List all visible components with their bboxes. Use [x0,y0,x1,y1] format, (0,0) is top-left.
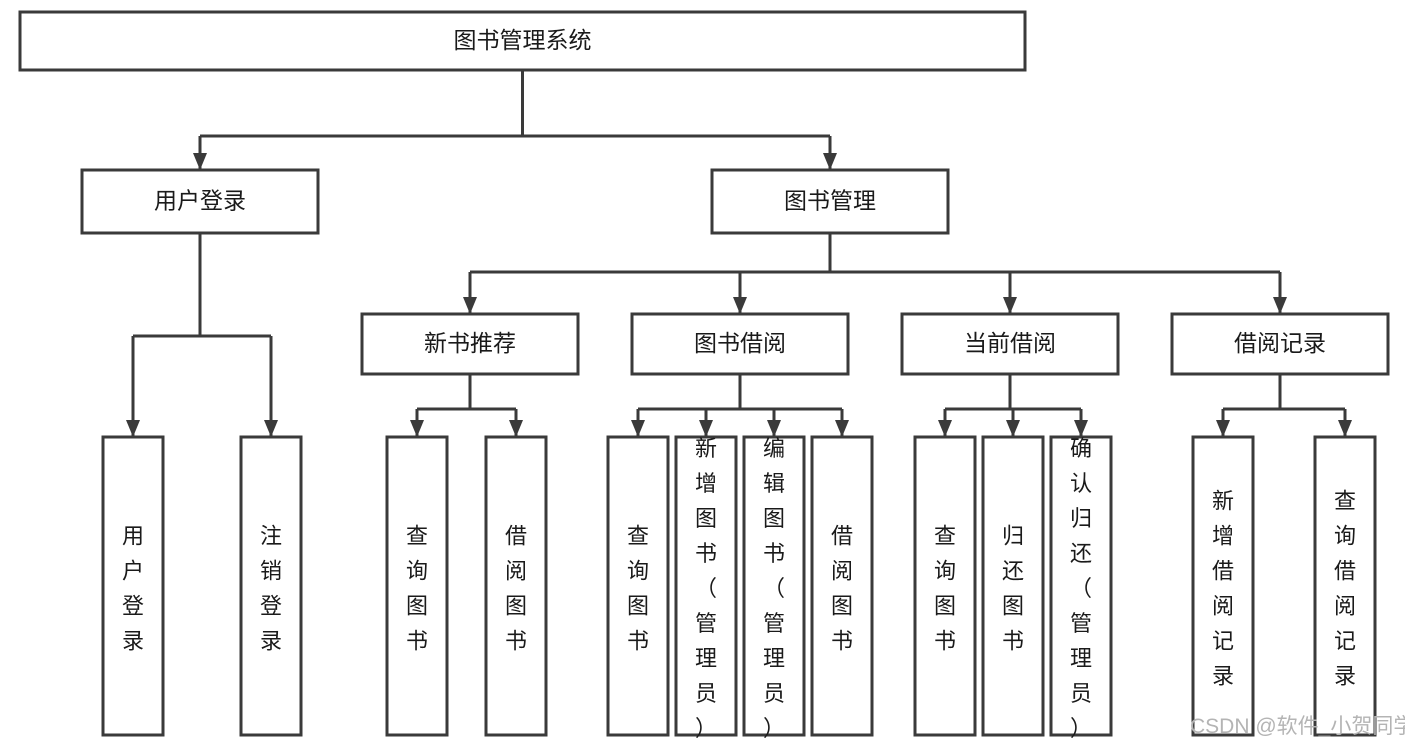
node-borrow-borrow-book[interactable]: 借阅图书 [810,435,874,737]
node-borrow-add-book[interactable]: 新增图书（管理员） [674,435,738,741]
node-label-user-login-login: 用户登录 [122,523,144,653]
arrow-head-icon [1273,297,1287,314]
node-user-login-logout[interactable]: 注销登录 [239,435,303,737]
node-label-records-query-record: 查询借阅记录 [1334,488,1356,688]
node-current-borrow[interactable]: 当前借阅 [900,312,1120,376]
arrow-head-icon [1216,420,1230,437]
node-box-borrow-edit-book[interactable] [742,435,806,737]
node-root[interactable]: 图书管理系统 [18,10,1027,72]
arrow-head-icon [938,420,952,437]
node-label-borrow-records: 借阅记录 [1234,330,1326,356]
node-box-borrow-query-book[interactable] [606,435,670,737]
node-label-borrow-edit-book: 编辑图书（管理员） [763,436,785,741]
node-box-records-add-record[interactable] [1191,435,1255,737]
node-box-borrow-borrow-book[interactable] [810,435,874,737]
node-label-recommend-query-book: 查询图书 [406,523,428,653]
node-box-user-login-login[interactable] [101,435,165,737]
node-user-login[interactable]: 用户登录 [80,168,320,235]
arrow-head-icon [509,420,523,437]
arrow-head-icon [823,153,837,170]
node-new-book-recommend[interactable]: 新书推荐 [360,312,580,376]
node-records-add-record[interactable]: 新增借阅记录 [1191,435,1255,737]
node-box-root[interactable] [18,10,1027,72]
node-recommend-query-book[interactable]: 查询图书 [385,435,449,737]
node-label-root: 图书管理系统 [454,27,592,53]
node-box-current-confirm-return[interactable] [1049,435,1113,737]
arrow-head-icon [463,297,477,314]
node-box-recommend-query-book[interactable] [385,435,449,737]
node-label-borrow-query-book: 查询图书 [627,523,649,653]
node-book-borrow[interactable]: 图书借阅 [630,312,850,376]
node-boxes-layer: 图书管理系统用户登录用户登录注销登录图书管理新书推荐查询图书借阅图书图书借阅查询… [18,10,1390,741]
arrow-head-icon [193,153,207,170]
watermark-label: CSDN @软件_小贺同学 [1190,715,1405,738]
arrow-head-icon [699,420,713,437]
node-label-recommend-borrow-book: 借阅图书 [505,523,527,653]
arrow-head-icon [631,420,645,437]
node-current-query-book[interactable]: 查询图书 [913,435,977,737]
node-label-current-borrow: 当前借阅 [964,330,1056,356]
node-label-book-borrow: 图书借阅 [694,330,786,356]
node-box-user-login-logout[interactable] [239,435,303,737]
node-borrow-query-book[interactable]: 查询图书 [606,435,670,737]
node-borrow-edit-book[interactable]: 编辑图书（管理员） [742,435,806,741]
arrow-head-icon [264,420,278,437]
node-box-current-query-book[interactable] [913,435,977,737]
node-label-current-query-book: 查询图书 [934,523,956,653]
arrow-head-icon [1003,297,1017,314]
node-box-borrow-records[interactable] [1170,312,1390,376]
node-box-book-borrow[interactable] [630,312,850,376]
node-box-book-management[interactable] [710,168,950,235]
node-label-current-return-book: 归还图书 [1002,523,1024,653]
node-box-borrow-add-book[interactable] [674,435,738,737]
node-box-records-query-record[interactable] [1313,435,1377,737]
node-label-borrow-borrow-book: 借阅图书 [831,523,853,653]
arrow-head-icon [126,420,140,437]
node-box-new-book-recommend[interactable] [360,312,580,376]
node-borrow-records[interactable]: 借阅记录 [1170,312,1390,376]
node-book-management[interactable]: 图书管理 [710,168,950,235]
node-records-query-record[interactable]: 查询借阅记录 [1313,435,1377,737]
arrow-head-icon [835,420,849,437]
arrow-head-icon [1074,420,1088,437]
arrow-head-icon [1006,420,1020,437]
node-label-current-confirm-return: 确认归还（管理员） [1070,436,1092,741]
node-box-current-borrow[interactable] [900,312,1120,376]
node-box-user-login[interactable] [80,168,320,235]
node-box-recommend-borrow-book[interactable] [484,435,548,737]
node-user-login-login[interactable]: 用户登录 [101,435,165,737]
node-label-book-management: 图书管理 [784,188,876,214]
arrow-head-icon [733,297,747,314]
node-label-user-login-logout: 注销登录 [260,523,282,653]
node-label-records-add-record: 新增借阅记录 [1212,488,1234,688]
node-label-user-login: 用户登录 [154,188,246,214]
connector-lines-layer [126,70,1352,437]
node-box-current-return-book[interactable] [981,435,1045,737]
node-recommend-borrow-book[interactable]: 借阅图书 [484,435,548,737]
node-label-new-book-recommend: 新书推荐 [424,330,516,356]
arrow-head-icon [1338,420,1352,437]
node-current-return-book[interactable]: 归还图书 [981,435,1045,737]
node-label-borrow-add-book: 新增图书（管理员） [695,436,717,741]
arrow-head-icon [410,420,424,437]
node-current-confirm-return[interactable]: 确认归还（管理员） [1049,435,1113,741]
arrow-head-icon [767,420,781,437]
